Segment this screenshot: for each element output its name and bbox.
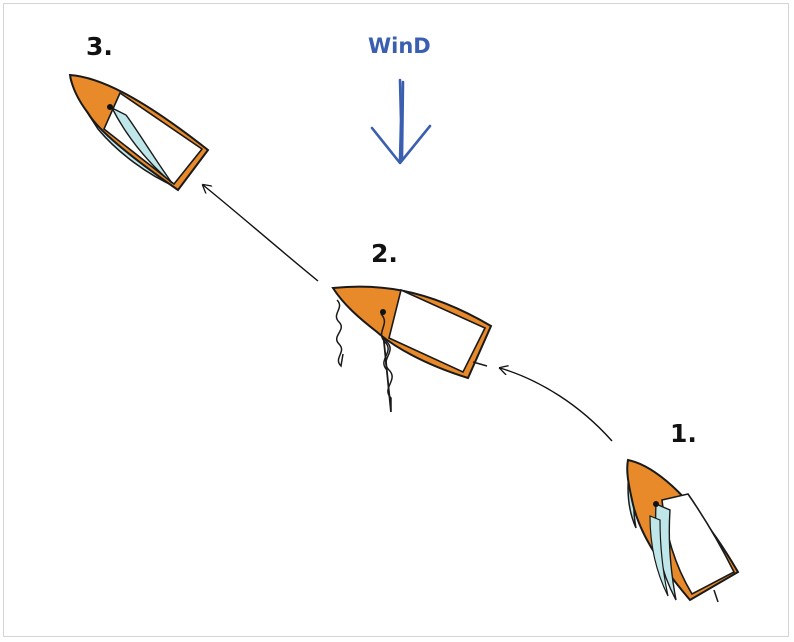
boat-2-luffing-overlay (380, 313, 389, 371)
path-arrow-1-to-2 (500, 368, 613, 442)
boat-2-cockpit (388, 288, 487, 374)
boat-1-mast (653, 501, 659, 507)
boat-3-sail-inner (110, 106, 173, 184)
boat-2-label: 2. (371, 239, 398, 268)
wind-arrow-icon (370, 78, 432, 165)
wind-label: WinD (368, 34, 431, 58)
boat-2: 2. (331, 239, 493, 413)
boat-1-tiller (713, 589, 719, 603)
path-arrow-2-to-3 (203, 185, 319, 282)
boat-1: 1. (626, 419, 740, 603)
boat-2-tiller (472, 361, 488, 367)
diagram-frame (3, 3, 789, 637)
boat-3-label: 3. (86, 32, 113, 61)
boat-1-label: 1. (670, 419, 697, 448)
boat-3: 3. (68, 32, 210, 192)
boat-1-sail-inner-2 (649, 515, 669, 597)
boat-3-mast (107, 104, 113, 110)
boat-3-cockpit (103, 91, 204, 186)
boat-2-luffing-sail-left (335, 299, 344, 368)
